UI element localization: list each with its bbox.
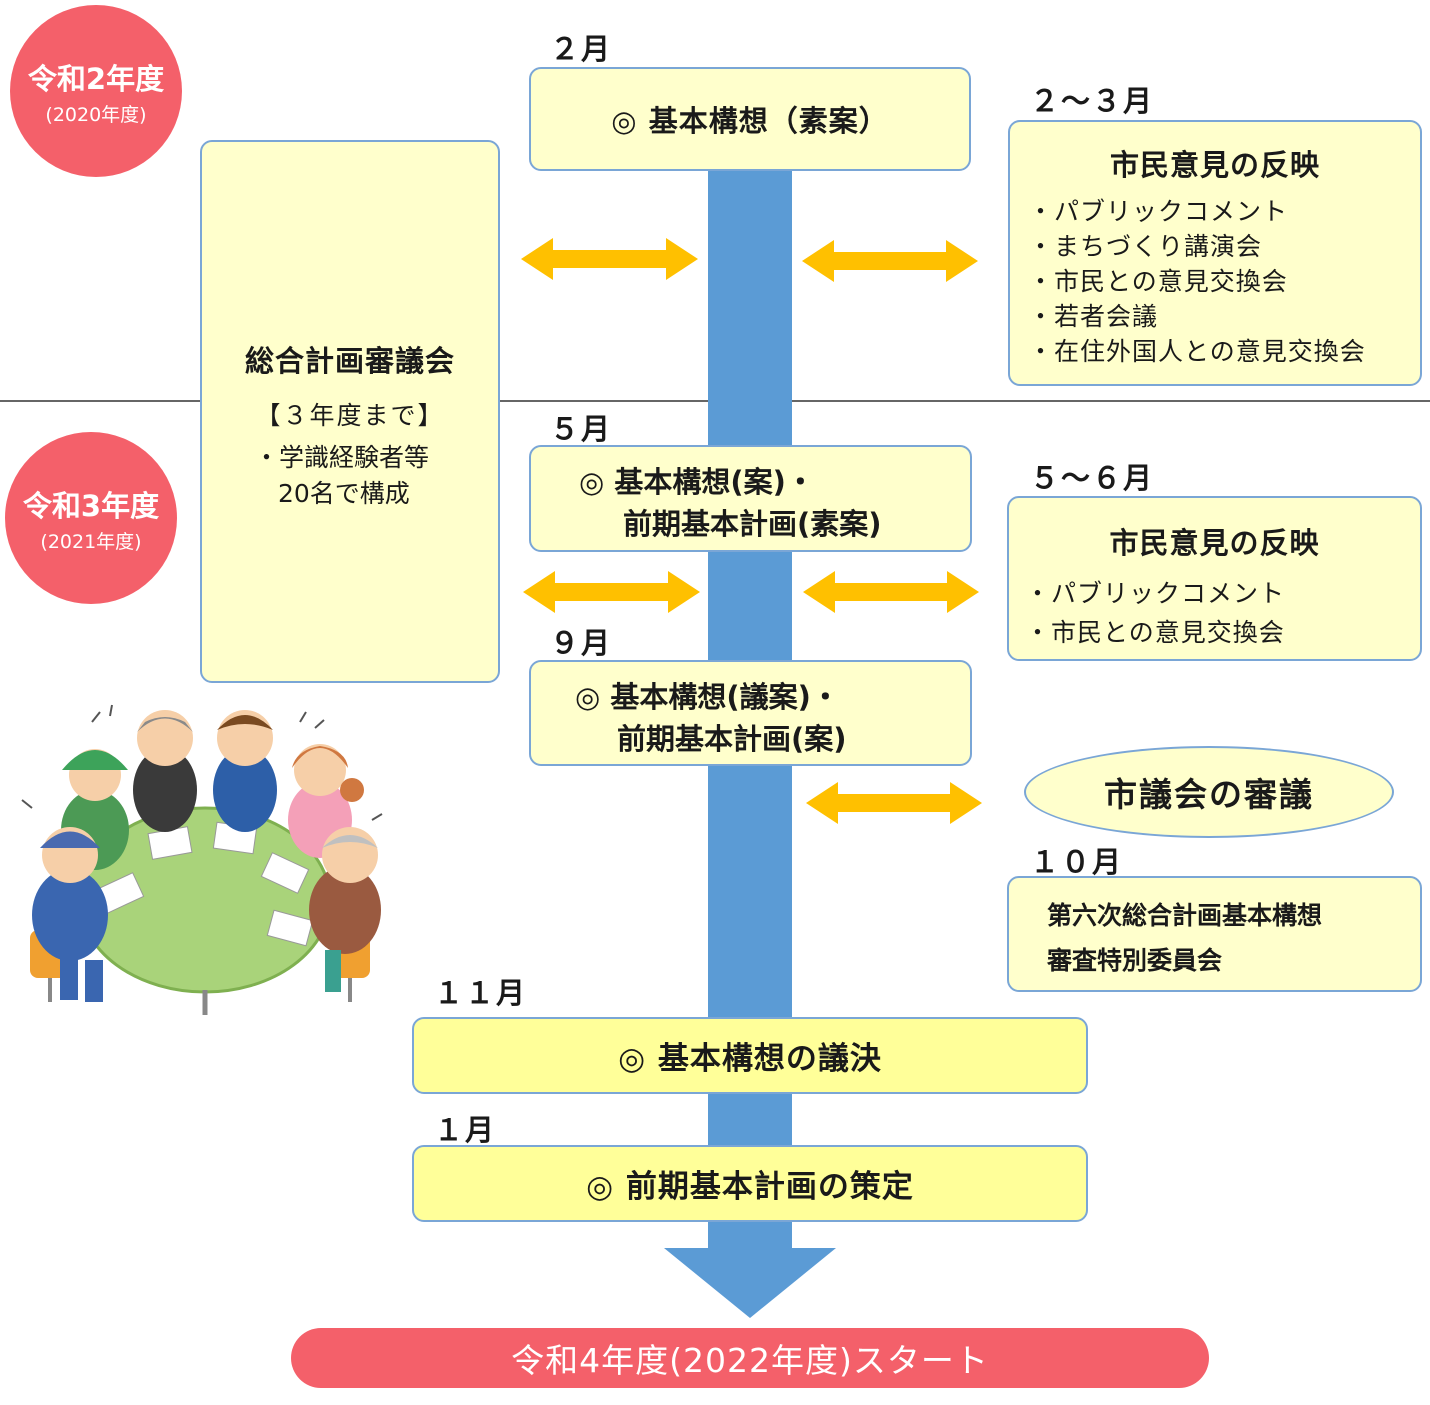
list-item: ・市民との意見交換会: [1028, 267, 1288, 296]
year-label: 令和3年度: [22, 488, 160, 523]
month-label: ２～３月: [1030, 84, 1155, 118]
double-arrow-council-mid: [523, 571, 700, 613]
step-text: ◎ 基本構想の議決: [618, 1041, 882, 1077]
double-arrow-opinion-mid: [803, 571, 979, 613]
month-label: ５月: [550, 412, 613, 446]
month-label: １１月: [434, 976, 528, 1010]
council-box: 総合計画審議会 【３年度まで】 ・学識経験者等 20名で構成: [200, 140, 500, 683]
public-opinion-box-2: 市民意見の反映 ・パブリックコメント ・市民との意見交換会: [1007, 496, 1422, 661]
list-item: ・若者会議: [1028, 302, 1159, 331]
step-basic-concept-proposal: ◎ 基本構想(案)・ 前期基本計画(素案): [529, 445, 972, 552]
opinion-title: 市民意見の反映: [1109, 526, 1320, 560]
opinion-list: ・パブリックコメント ・市民との意見交換会: [1025, 574, 1285, 652]
council-members-line1: ・学識経験者等: [254, 443, 430, 472]
month-label: ５～６月: [1030, 461, 1155, 495]
double-arrow-council-top: [521, 238, 698, 280]
list-item: ・パブリックコメント: [1025, 579, 1286, 608]
assembly-title: 市議会の審議: [1104, 775, 1314, 814]
year-circle-reiwa3: 令和3年度 (2021年度): [5, 432, 177, 604]
step-basic-concept-bill: ◎ 基本構想(議案)・ 前期基本計画(案): [529, 660, 972, 766]
step-text-line1: ◎ 基本構想(案)・: [579, 465, 815, 499]
step-text-line2: 前期基本計画(案): [617, 722, 847, 756]
step-text-line1: ◎ 基本構想(議案)・: [575, 680, 840, 714]
year-sublabel: (2020年度): [45, 103, 147, 126]
council-term: 【３年度まで】: [255, 401, 445, 430]
month-label: １０月: [1030, 845, 1124, 879]
opinion-list: ・パブリックコメント ・まちづくり講演会 ・市民との意見交換会 ・若者会議 ・在…: [1028, 194, 1366, 369]
list-item: ・パブリックコメント: [1028, 197, 1289, 226]
start-label: 令和4年度(2022年度)スタート: [511, 1341, 989, 1380]
committee-line2: 審査特別委員会: [1047, 946, 1223, 975]
month-label: ９月: [550, 626, 613, 660]
double-arrow-opinion-top: [802, 240, 978, 282]
month-label: ２月: [550, 32, 613, 66]
council-title: 総合計画審議会: [244, 344, 455, 378]
year-label: 令和2年度: [27, 61, 165, 96]
year-circle-reiwa2: 令和2年度 (2020年度): [10, 5, 182, 177]
step-text: ◎ 基本構想（素案）: [611, 104, 889, 138]
month-label: １月: [434, 1113, 497, 1147]
meeting-illustration: [21, 704, 383, 1015]
step-text: ◎ 前期基本計画の策定: [586, 1169, 914, 1205]
council-members-line2: 20名で構成: [278, 479, 410, 508]
list-item: ・在住外国人との意見交換会: [1028, 337, 1366, 366]
step-resolution: ◎ 基本構想の議決: [412, 1017, 1088, 1094]
step-text-line2: 前期基本計画(素案): [623, 507, 882, 541]
committee-line1: 第六次総合計画基本構想: [1047, 901, 1323, 930]
year-sublabel: (2021年度): [40, 530, 142, 553]
list-item: ・まちづくり講演会: [1028, 232, 1263, 261]
special-committee-box: 第六次総合計画基本構想 審査特別委員会: [1007, 876, 1422, 992]
city-assembly-ellipse: 市議会の審議: [1024, 746, 1394, 838]
step-formulation: ◎ 前期基本計画の策定: [412, 1145, 1088, 1222]
opinion-title: 市民意見の反映: [1109, 148, 1320, 182]
step-basic-concept-draft: ◎ 基本構想（素案）: [529, 67, 971, 171]
double-arrow-assembly: [806, 782, 982, 824]
public-opinion-box-1: 市民意見の反映 ・パブリックコメント ・まちづくり講演会 ・市民との意見交換会 …: [1008, 120, 1422, 386]
start-banner: 令和4年度(2022年度)スタート: [291, 1328, 1209, 1388]
list-item: ・市民との意見交換会: [1025, 618, 1285, 647]
timeline-arrowhead: [664, 1248, 836, 1318]
